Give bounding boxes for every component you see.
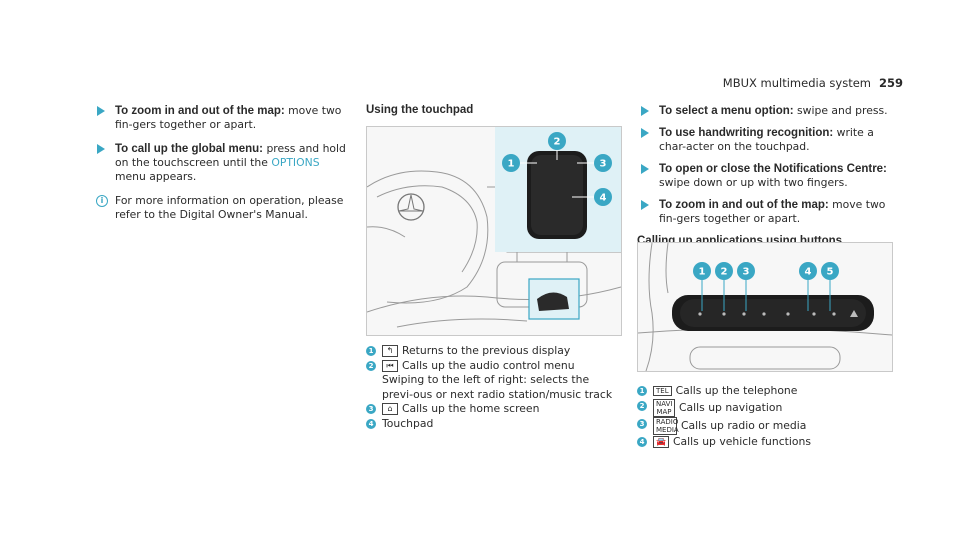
legend-text: Calls up the audio control menu <box>402 358 575 372</box>
step-zoom-map: To zoom in and out of the map: move two … <box>93 104 351 132</box>
tel-key-icon: TEL <box>653 386 672 396</box>
column-left: To zoom in and out of the map: move two … <box>93 104 351 222</box>
section-heading: Using the touchpad <box>366 104 474 116</box>
legend-item-2: 2 ⏮ Calls up the audio control menu <box>366 359 620 374</box>
step-title: To zoom in and out of the map: <box>115 105 285 117</box>
legend-text: Swiping to the left of right: selects th… <box>382 373 613 401</box>
step-title: To open or close the Notifications Centr… <box>659 163 887 175</box>
info-icon: i <box>96 195 108 207</box>
legend-item-3: 3 ⌂ Calls up the home screen <box>366 402 620 417</box>
button-bar-illustration: 1 2 3 4 5 <box>638 243 892 371</box>
step-text: menu appears. <box>115 170 197 183</box>
step-select-option: To select a menu option: swipe and press… <box>637 104 895 118</box>
legend-text: Calls up navigation <box>679 400 783 414</box>
step-zoom-map: To zoom in and out of the map: move two … <box>637 198 895 226</box>
callout-2: 2 <box>554 137 561 148</box>
callout-5: 5 <box>827 267 834 278</box>
step-text: swipe down or up with two fingers. <box>659 176 848 189</box>
legend-text: Calls up the home screen <box>402 402 540 415</box>
column-middle: Using the touchpad <box>366 104 473 124</box>
callout-2: 2 <box>721 267 728 278</box>
callout-1: 1 <box>699 267 706 278</box>
legend-number: 3 <box>366 404 376 414</box>
car-icon: 🚘 <box>653 435 669 448</box>
step-text: swipe and press. <box>793 104 888 117</box>
legend-number: 4 <box>637 436 647 447</box>
legend-item-2: 2 NAVI MAP Calls up navigation <box>637 398 895 417</box>
step-global-menu: To call up the global menu: press and ho… <box>93 142 351 184</box>
legend-number: 2 <box>366 360 376 371</box>
step-arrow-icon <box>641 106 649 116</box>
step-arrow-icon <box>641 164 649 174</box>
step-arrow-icon <box>641 128 649 138</box>
legend-number: 1 <box>637 386 647 396</box>
step-text: move two fin-gers together or apart. <box>115 104 342 131</box>
legend-number: 2 <box>637 400 647 411</box>
step-handwriting: To use handwriting recognition: write a … <box>637 126 895 154</box>
step-text: write a char-acter on the touchpad. <box>659 126 874 153</box>
legend-item-1: 1 ↰ Returns to the previous display <box>366 344 620 359</box>
callout-1: 1 <box>508 159 515 170</box>
step-arrow-icon <box>641 200 649 210</box>
step-notifications: To open or close the Notifications Centr… <box>637 162 895 190</box>
back-arrow-icon: ↰ <box>382 345 398 357</box>
home-icon: ⌂ <box>382 403 398 415</box>
legend-number: 1 <box>366 346 376 356</box>
touchpad-illustration: 1 2 3 4 <box>367 127 621 328</box>
step-title: To use handwriting recognition: <box>659 127 834 139</box>
touchpad-legend: 1 ↰ Returns to the previous display 2 ⏮ Ca… <box>366 344 620 431</box>
step-title: To zoom in and out of the map: <box>659 199 829 211</box>
radio-key-icon: RADIO MEDIA <box>653 416 679 435</box>
callout-4: 4 <box>600 193 607 204</box>
legend-text: Calls up the telephone <box>675 384 798 397</box>
legend-text: Touchpad <box>382 416 434 430</box>
page-header: MBUX multimedia system 259 <box>723 76 903 90</box>
touchpad-figure: 1 2 3 4 <box>366 126 622 336</box>
options-menu-label: OPTIONS <box>271 156 320 169</box>
step-arrow-icon <box>97 144 105 154</box>
button-callouts: 1 2 3 4 5 <box>693 262 839 311</box>
step-text: move two fin-gers together or apart. <box>659 198 886 225</box>
navi-key-icon: NAVI MAP <box>653 398 675 417</box>
skip-icon: ⏮ <box>382 359 398 372</box>
step-arrow-icon <box>97 106 105 116</box>
legend-text: Calls up radio or media <box>681 418 807 432</box>
legend-item-4: 4 🚘 Calls up vehicle functions <box>637 435 895 450</box>
legend-number: 4 <box>366 418 376 429</box>
step-title: To select a menu option: <box>659 105 794 117</box>
touchpad-callouts: 1 2 3 4 <box>502 132 612 206</box>
column-right: To select a menu option: swipe and press… <box>637 104 895 256</box>
info-text: For more information on operation, pleas… <box>115 194 344 221</box>
step-text: press and hold on the touchscreen until … <box>115 142 346 169</box>
header-title: MBUX multimedia system <box>722 76 871 90</box>
legend-text: Calls up vehicle functions <box>673 434 811 448</box>
legend-item-2-detail: Swiping to the left of right: selects th… <box>366 373 620 402</box>
callout-3: 3 <box>743 267 750 278</box>
legend-item-4: 4 Touchpad <box>366 417 620 432</box>
callout-4: 4 <box>805 267 812 278</box>
page-number: 259 <box>878 76 903 90</box>
step-title: To call up the global menu: <box>115 143 264 155</box>
buttons-figure: 1 2 3 4 5 <box>637 242 893 372</box>
legend-text: Returns to the previous display <box>402 344 571 357</box>
callout-3: 3 <box>600 159 607 170</box>
info-note: i For more information on operation, ple… <box>93 194 351 222</box>
legend-number: 3 <box>637 418 647 429</box>
